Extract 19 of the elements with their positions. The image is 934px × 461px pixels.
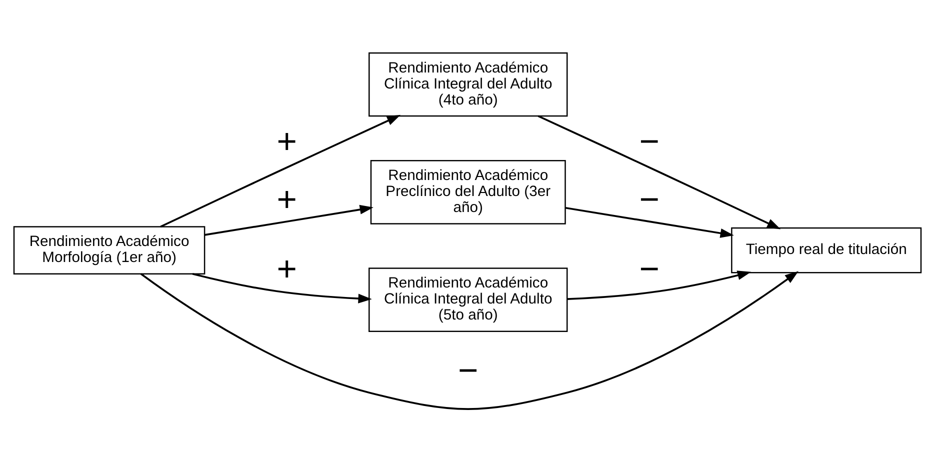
edge-label: + (276, 122, 296, 161)
node-box: Rendimiento Académico Clínica Integral del Adulto (4to año) (368, 52, 568, 116)
edge-label: + (276, 250, 296, 288)
arrow (566, 270, 751, 300)
arrow (140, 270, 798, 410)
node-box: Rendimiento Académico Clínica Integral del Adulto (5to año) (368, 267, 568, 332)
edge-label: − (638, 250, 660, 288)
node-box: Rendimiento Académico Preclínico del Adulto (3er año) (370, 159, 566, 224)
arrow (160, 114, 400, 228)
edge-label: + (276, 180, 296, 219)
node-box: Rendimiento Académico Morfología (1er año) (12, 226, 205, 274)
node-box: Tiempo real de titulación (730, 226, 922, 273)
edge-label: − (638, 122, 660, 161)
arrow (564, 206, 734, 238)
arrow (204, 204, 373, 236)
edge-label: − (458, 351, 478, 390)
arrow (192, 272, 372, 303)
edge-label: − (638, 180, 660, 219)
arrow (537, 114, 780, 229)
